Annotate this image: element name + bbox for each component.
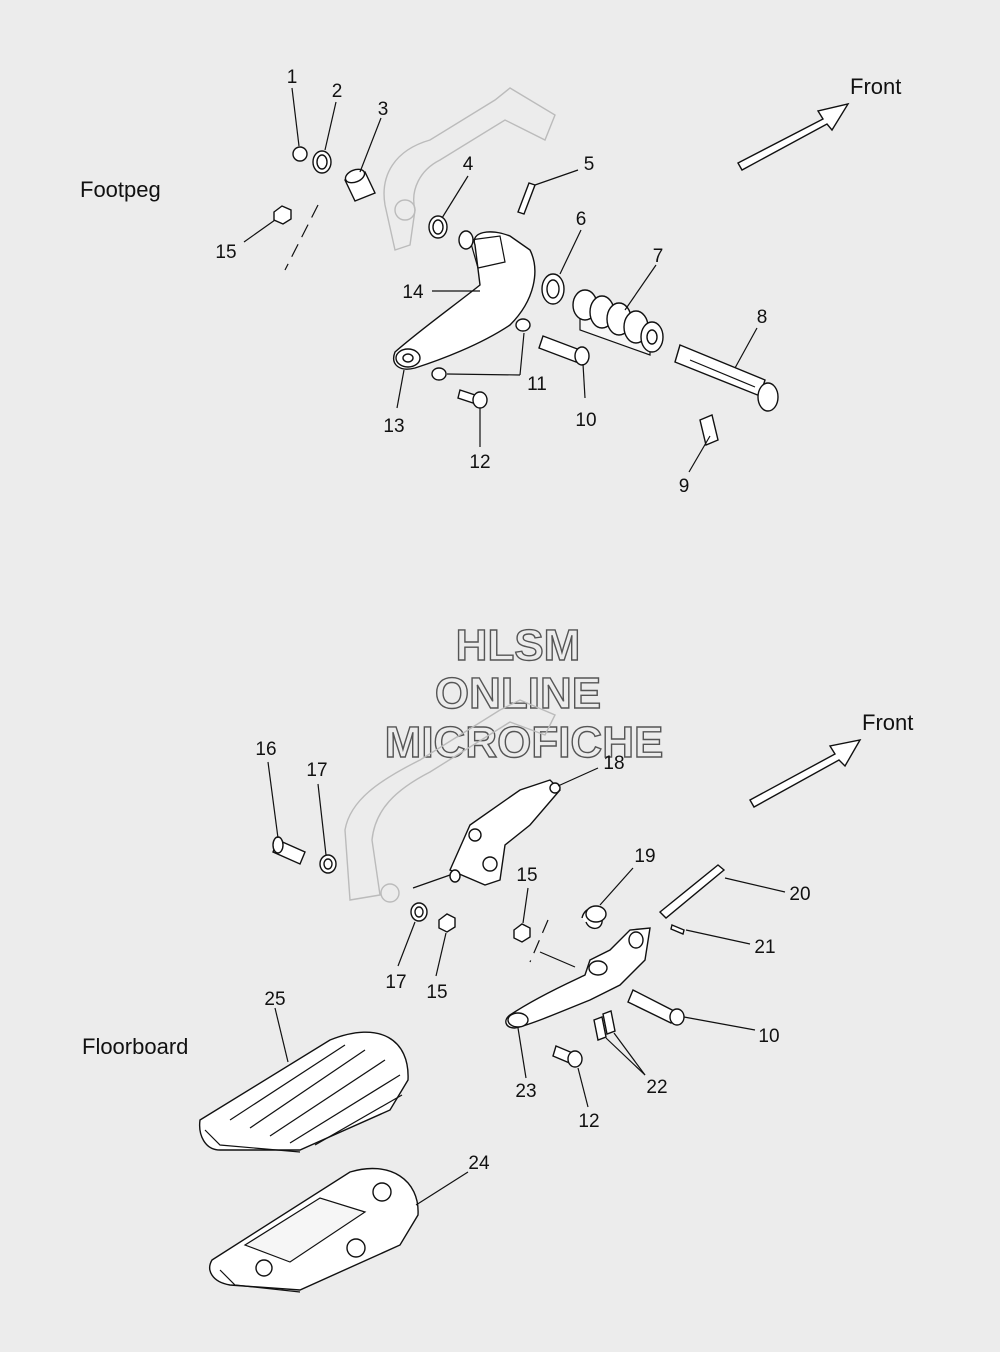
callout-7: 7 — [653, 246, 664, 267]
callout-14: 14 — [402, 282, 424, 303]
axis-line-floorboard — [529, 919, 549, 963]
part-13-footpeg-mount — [393, 230, 536, 370]
callout-5: 5 — [584, 154, 595, 175]
part-21-short-pin — [670, 924, 685, 935]
part-9-set-screw — [699, 414, 719, 446]
callout-2: 2 — [332, 81, 343, 102]
section-label-footpeg: Footpeg — [80, 177, 161, 202]
floorboard-assembly — [198, 699, 726, 1293]
callout-23: 23 — [515, 1081, 536, 1102]
callout-17-upper: 17 — [306, 760, 327, 781]
part-16-clevis-pin — [272, 836, 306, 865]
callout-6: 6 — [576, 209, 587, 230]
footpeg-leaders — [243, 87, 758, 473]
part-4-washer-hole — [432, 219, 444, 235]
part-5-pin — [517, 182, 536, 215]
callout-19: 19 — [634, 846, 655, 867]
part-2-washer-hole — [316, 154, 328, 170]
callout-11: 11 — [527, 374, 547, 395]
part-25-floorboard-rubber — [198, 1031, 409, 1153]
footpeg-callouts: 1 2 3 4 5 6 7 8 9 10 11 12 13 14 15 — [215, 67, 767, 497]
callout-16: 16 — [255, 739, 276, 760]
callout-17-lower: 17 — [385, 972, 406, 993]
callout-12-lower: 12 — [578, 1111, 599, 1132]
callout-12: 12 — [469, 452, 490, 473]
front-label-bottom: Front — [862, 710, 913, 735]
callout-25: 25 — [264, 989, 285, 1010]
part-24-floorboard-pan — [209, 1167, 419, 1293]
axis-line-footpeg — [284, 204, 319, 271]
watermark-line-1: HLSM — [456, 621, 581, 670]
callout-3: 3 — [378, 99, 389, 120]
footpeg-assembly — [273, 87, 779, 446]
front-arrow-top-icon — [737, 102, 850, 171]
part-11-washer-b — [431, 367, 447, 381]
ghost-shift-lever-lower — [344, 699, 556, 901]
part-15-nut-b — [438, 913, 456, 933]
part-10-bolt — [538, 335, 590, 366]
front-arrow-bottom-icon — [749, 739, 862, 808]
callout-15: 15 — [215, 242, 236, 263]
part-7-footpeg-rubber — [572, 289, 664, 356]
callout-22: 22 — [646, 1077, 667, 1098]
watermark-line-3: MICROFICHE — [385, 718, 664, 767]
part-15-nut-c — [513, 923, 531, 943]
watermark-line-2: ONLINE — [435, 669, 601, 718]
part-8-clevis-pin — [674, 344, 779, 412]
floorboard-leaders — [267, 761, 786, 1206]
callout-15-lower: 15 — [426, 982, 447, 1003]
callout-24: 24 — [468, 1153, 490, 1174]
part-17-washer-b-hole — [414, 906, 424, 918]
part-10-bolt-lower — [627, 989, 685, 1026]
callout-18: 18 — [603, 753, 624, 774]
part-19-spring — [581, 905, 607, 929]
callout-10-lower: 10 — [758, 1026, 779, 1047]
ghost-lever-hole — [394, 199, 416, 221]
callout-4: 4 — [463, 154, 474, 175]
front-label-top: Front — [850, 74, 901, 99]
callout-20: 20 — [789, 884, 810, 905]
part-3-bushing-end — [344, 168, 366, 184]
part-23-floorboard-mount — [505, 927, 651, 1029]
callout-21: 21 — [754, 937, 775, 958]
part-20-long-pin — [658, 864, 726, 919]
part-6-washer-hole — [546, 279, 560, 299]
floorboard-callouts: 16 17 18 15 19 20 21 10 22 12 23 17 15 2… — [255, 739, 810, 1174]
callout-10: 10 — [575, 410, 596, 431]
part-22-set-screw-a — [593, 1016, 607, 1041]
callout-13: 13 — [383, 416, 404, 437]
part-18-bracket — [449, 779, 561, 886]
part-11-washer-a — [515, 318, 531, 332]
section-label-floorboard: Floorboard — [82, 1034, 188, 1059]
callout-1: 1 — [287, 67, 298, 88]
part-22-set-screw-b — [602, 1010, 616, 1035]
part-17-washer-a-hole — [323, 858, 333, 870]
part-1-retaining-ring — [292, 146, 308, 162]
axis-line-floorboard-b — [539, 951, 576, 968]
part-15-nut — [273, 205, 292, 225]
ghost-lever-hole-lower — [380, 883, 400, 903]
callout-15-right: 15 — [516, 865, 537, 886]
watermark: HLSM ONLINE MICROFICHE — [384, 620, 664, 767]
part-12-bolt — [457, 389, 488, 409]
part-12-bolt-lower — [552, 1045, 583, 1068]
callout-8: 8 — [757, 307, 768, 328]
callout-9: 9 — [679, 476, 690, 497]
ghost-shift-lever — [383, 87, 556, 251]
